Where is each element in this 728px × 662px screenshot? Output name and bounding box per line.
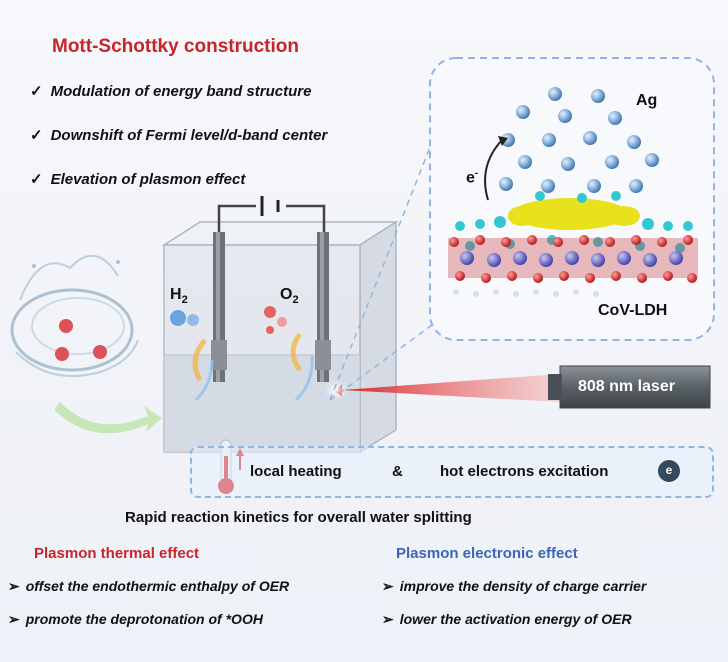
cov-ldh-layer [448, 235, 698, 297]
o2-label: O2 [280, 286, 299, 307]
cov-ldh-label: CoV-LDH [598, 302, 668, 319]
electrolytic-cell [161, 196, 399, 494]
thermal-effect-title: Plasmon thermal effect [34, 545, 200, 562]
thermal-item: ➢offset the endothermic enthalpy of OER [8, 578, 290, 594]
check-text: Modulation of energy band structure [50, 83, 312, 100]
ag-label: Ag [636, 92, 658, 109]
electron-badge-icon: e [658, 460, 680, 482]
electronic-item: ➢improve the density of charge carrier [382, 578, 647, 594]
arrow-bullet-icon: ➢ [8, 611, 20, 627]
heating-box: local heating & hot electrons excitation… [190, 446, 714, 498]
h2-label: H2 [170, 286, 188, 307]
check-text: Downshift of Fermi level/d-band center [50, 127, 328, 144]
main-title: Mott-Schottky construction [52, 36, 299, 57]
check-item-plasmon: ✓ Elevation of plasmon effect [30, 170, 245, 188]
local-heating-text: local heating [250, 463, 342, 480]
hot-electrons-text: hot electrons excitation [440, 463, 609, 480]
electron-label: e- [466, 168, 479, 187]
arrow-bullet-icon: ➢ [8, 578, 20, 594]
check-item-band-structure: ✓ Modulation of energy band structure [30, 82, 311, 100]
electronic-effect-title: Plasmon electronic effect [396, 545, 578, 562]
arrow-bullet-icon: ➢ [382, 578, 394, 594]
water-splash [10, 254, 139, 378]
checkmark-icon: ✓ [30, 127, 43, 144]
electron-transfer-arrow-icon [484, 139, 503, 201]
checkmark-icon: ✓ [30, 171, 43, 188]
summary-text: Rapid reaction kinetics for overall wate… [125, 509, 472, 526]
check-item-fermi-level: ✓ Downshift of Fermi level/d-band center [30, 126, 327, 144]
thermal-item: ➢promote the deprotonation of *OOH [8, 611, 263, 627]
flow-arrow-icon [54, 402, 162, 434]
electronic-item: ➢lower the activation energy of OER [382, 611, 632, 627]
laser-beam [342, 374, 560, 402]
ag-atoms [499, 87, 659, 193]
laser-device [548, 365, 711, 409]
arrow-bullet-icon: ➢ [382, 611, 394, 627]
check-text: Elevation of plasmon effect [50, 171, 246, 188]
ampersand-text: & [392, 463, 403, 480]
checkmark-icon: ✓ [30, 83, 43, 100]
laser-label: 808 nm laser [578, 378, 675, 395]
charge-density [455, 191, 693, 253]
